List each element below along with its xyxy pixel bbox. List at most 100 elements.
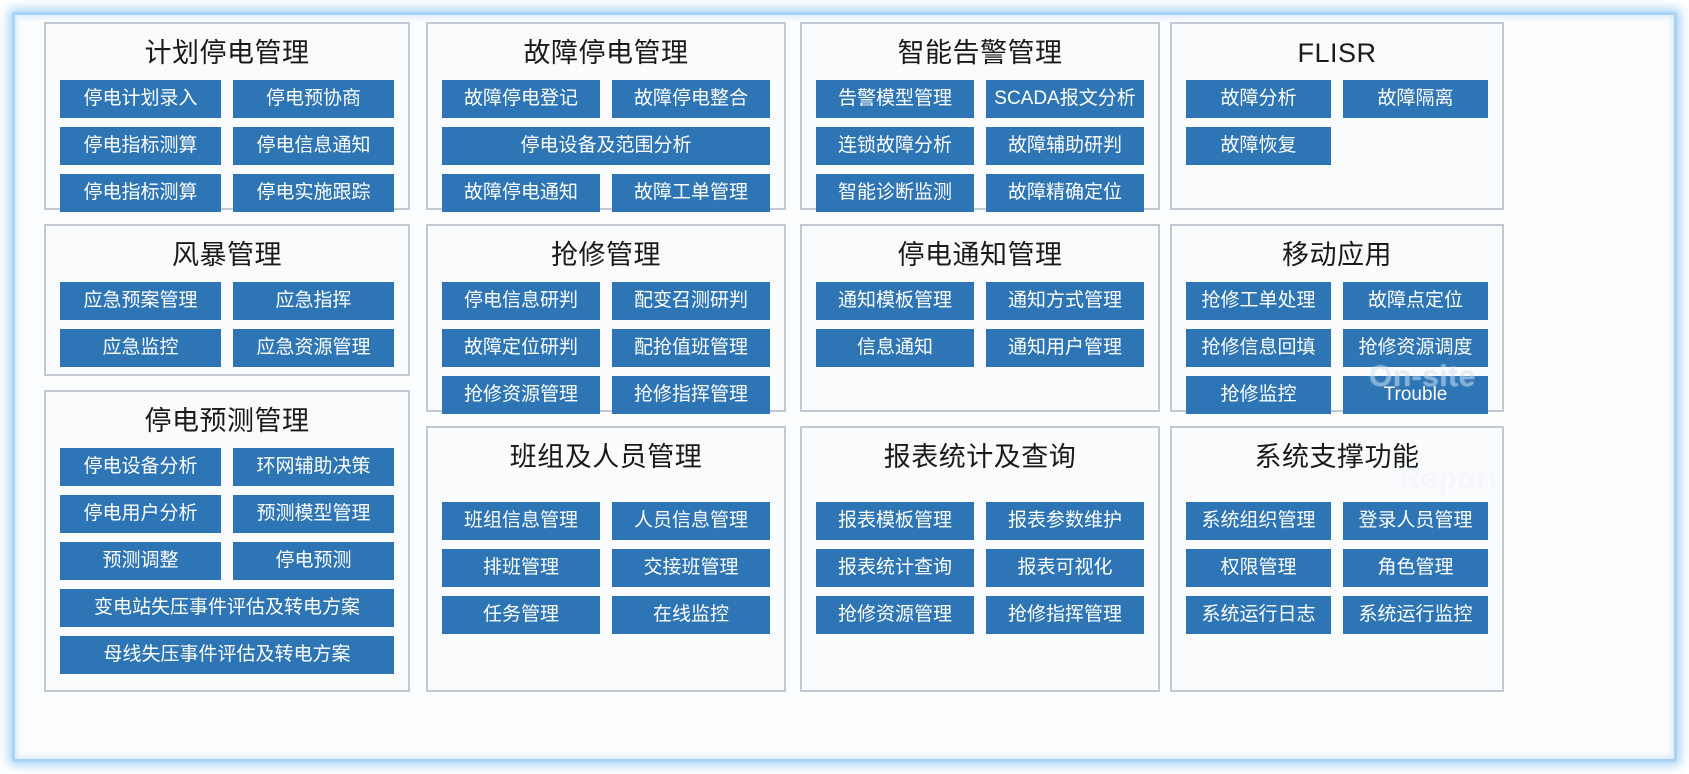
btn-index-calc-1[interactable]: 停电指标测算: [60, 127, 221, 165]
button-row: 抢修资源管理 抢修指挥管理: [442, 376, 770, 414]
btn-mobile-resource-dispatch[interactable]: 抢修资源调度: [1343, 329, 1488, 367]
btn-mobile-workorder[interactable]: 抢修工单处理: [1186, 282, 1331, 320]
btn-forecast-adjust[interactable]: 预测调整: [60, 542, 221, 580]
btn-team-info[interactable]: 班组信息管理: [442, 502, 600, 540]
btn-precise-fault-location[interactable]: 故障精确定位: [986, 174, 1144, 212]
column-4: FLISR 故障分析 故障隔离 故障恢复 移动应用 抢修工单处理 故障点定位 抢…: [1170, 22, 1504, 752]
btn-repair-resource[interactable]: 抢修资源管理: [442, 376, 600, 414]
btn-info-notify[interactable]: 停电信息通知: [233, 127, 394, 165]
btn-mobile-trouble[interactable]: Trouble: [1343, 376, 1488, 414]
btn-fault-analysis[interactable]: 故障分析: [1186, 80, 1331, 118]
panel-planned-outage: 计划停电管理 停电计划录入 停电预协商 停电指标测算 停电信息通知 停电指标测算…: [44, 22, 410, 212]
button-row: 母线失压事件评估及转电方案: [60, 636, 394, 674]
btn-mobile-repair-monitor[interactable]: 抢修监控: [1186, 376, 1331, 414]
column-1: 计划停电管理 停电计划录入 停电预协商 停电指标测算 停电信息通知 停电指标测算…: [44, 22, 410, 752]
btn-cascading-fault-analysis[interactable]: 连锁故障分析: [816, 127, 974, 165]
panel-system-support: 系统支撑功能 系统组织管理 登录人员管理 权限管理 角色管理 系统运行日志 系统…: [1170, 426, 1504, 692]
button-row: 排班管理 交接班管理: [442, 549, 770, 587]
btn-personnel-info[interactable]: 人员信息管理: [612, 502, 770, 540]
btn-info-notification[interactable]: 信息通知: [816, 329, 974, 367]
btn-plan-entry[interactable]: 停电计划录入: [60, 80, 221, 118]
btn-transformer-polling[interactable]: 配变召测研判: [612, 282, 770, 320]
btn-notice-template[interactable]: 通知模板管理: [816, 282, 974, 320]
btn-system-log[interactable]: 系统运行日志: [1186, 596, 1331, 634]
button-row: 故障定位研判 配抢值班管理: [442, 329, 770, 367]
button-row: 变电站失压事件评估及转电方案: [60, 589, 394, 627]
btn-substation-voltage-loss[interactable]: 变电站失压事件评估及转电方案: [60, 589, 394, 627]
btn-pre-negotiation[interactable]: 停电预协商: [233, 80, 394, 118]
panel-fault-outage: 故障停电管理 故障停电登记 故障停电整合 停电设备及范围分析 故障停电通知 故障…: [426, 22, 786, 212]
btn-smart-diagnosis[interactable]: 智能诊断监测: [816, 174, 974, 212]
btn-shift-scheduling[interactable]: 排班管理: [442, 549, 600, 587]
btn-role-management[interactable]: 角色管理: [1343, 549, 1488, 587]
btn-duty-shift-management[interactable]: 配抢值班管理: [612, 329, 770, 367]
button-row: 抢修工单处理 故障点定位: [1186, 282, 1488, 320]
btn-equipment-scope-analysis[interactable]: 停电设备及范围分析: [442, 127, 770, 165]
btn-outage-info-judgment[interactable]: 停电信息研判: [442, 282, 600, 320]
btn-emergency-monitor[interactable]: 应急监控: [60, 329, 221, 367]
btn-mobile-fault-point[interactable]: 故障点定位: [1343, 282, 1488, 320]
btn-report-repair-resource[interactable]: 抢修资源管理: [816, 596, 974, 634]
panel-board: 计划停电管理 停电计划录入 停电预协商 停电指标测算 停电信息通知 停电指标测算…: [22, 22, 1667, 752]
btn-task-management[interactable]: 任务管理: [442, 596, 600, 634]
btn-alarm-model[interactable]: 告警模型管理: [816, 80, 974, 118]
btn-emergency-resource[interactable]: 应急资源管理: [233, 329, 394, 367]
btn-login-personnel[interactable]: 登录人员管理: [1343, 502, 1488, 540]
btn-index-calc-2[interactable]: 停电指标测算: [60, 174, 221, 212]
btn-equipment-analysis[interactable]: 停电设备分析: [60, 448, 221, 486]
btn-ring-network-decision[interactable]: 环网辅助决策: [233, 448, 394, 486]
btn-notice-method[interactable]: 通知方式管理: [986, 282, 1144, 320]
btn-report-statistics[interactable]: 报表统计查询: [816, 549, 974, 587]
button-row: 智能诊断监测 故障精确定位: [816, 174, 1144, 212]
btn-report-template[interactable]: 报表模板管理: [816, 502, 974, 540]
button-row: 应急预案管理 应急指挥: [60, 282, 394, 320]
button-row: 停电信息研判 配变召测研判: [442, 282, 770, 320]
button-row: 系统组织管理 登录人员管理: [1186, 502, 1488, 540]
btn-permission-management[interactable]: 权限管理: [1186, 549, 1331, 587]
btn-report-parameter[interactable]: 报表参数维护: [986, 502, 1144, 540]
btn-fault-location-judgment[interactable]: 故障定位研判: [442, 329, 600, 367]
panel-title-smart-alarm: 智能告警管理: [897, 38, 1063, 68]
button-row: 故障恢复: [1186, 127, 1488, 165]
panel-team-personnel: 班组及人员管理 班组信息管理 人员信息管理 排班管理 交接班管理 任务管理 在线…: [426, 426, 786, 692]
panel-title-mobile-app: 移动应用: [1282, 240, 1392, 270]
btn-fault-registration[interactable]: 故障停电登记: [442, 80, 600, 118]
btn-scada-message-analysis[interactable]: SCADA报文分析: [986, 80, 1144, 118]
panel-title-outage-notice: 停电通知管理: [897, 240, 1063, 270]
panel-title-system-support: 系统支撑功能: [1254, 442, 1420, 472]
panel-storm: 风暴管理 应急预案管理 应急指挥 应急监控 应急资源管理: [44, 224, 410, 376]
btn-emergency-plan[interactable]: 应急预案管理: [60, 282, 221, 320]
btn-report-visualization[interactable]: 报表可视化: [986, 549, 1144, 587]
button-row: 告警模型管理 SCADA报文分析: [816, 80, 1144, 118]
button-row: 停电用户分析 预测模型管理: [60, 495, 394, 533]
btn-notice-user[interactable]: 通知用户管理: [986, 329, 1144, 367]
btn-emergency-command[interactable]: 应急指挥: [233, 282, 394, 320]
btn-fault-assist-judgment[interactable]: 故障辅助研判: [986, 127, 1144, 165]
btn-forecast-model[interactable]: 预测模型管理: [233, 495, 394, 533]
btn-fault-consolidation[interactable]: 故障停电整合: [612, 80, 770, 118]
btn-fault-notification[interactable]: 故障停电通知: [442, 174, 600, 212]
button-row: 故障停电登记 故障停电整合: [442, 80, 770, 118]
column-3: 智能告警管理 告警模型管理 SCADA报文分析 连锁故障分析 故障辅助研判 智能…: [800, 22, 1160, 752]
column-2: 故障停电管理 故障停电登记 故障停电整合 停电设备及范围分析 故障停电通知 故障…: [426, 22, 786, 752]
btn-mobile-info-backfill[interactable]: 抢修信息回填: [1186, 329, 1331, 367]
btn-outage-forecast[interactable]: 停电预测: [233, 542, 394, 580]
btn-fault-restoration[interactable]: 故障恢复: [1186, 127, 1331, 165]
btn-implementation-tracking[interactable]: 停电实施跟踪: [233, 174, 394, 212]
button-row: 抢修监控 Trouble: [1186, 376, 1488, 414]
btn-fault-workorder[interactable]: 故障工单管理: [612, 174, 770, 212]
btn-repair-command[interactable]: 抢修指挥管理: [612, 376, 770, 414]
btn-report-repair-command[interactable]: 抢修指挥管理: [986, 596, 1144, 634]
btn-system-organization[interactable]: 系统组织管理: [1186, 502, 1331, 540]
button-row: 故障分析 故障隔离: [1186, 80, 1488, 118]
btn-busbar-voltage-loss[interactable]: 母线失压事件评估及转电方案: [60, 636, 394, 674]
panel-outage-forecast: 停电预测管理 停电设备分析 环网辅助决策 停电用户分析 预测模型管理 预测调整 …: [44, 390, 410, 692]
btn-online-monitoring[interactable]: 在线监控: [612, 596, 770, 634]
panel-report-query: 报表统计及查询 报表模板管理 报表参数维护 报表统计查询 报表可视化 抢修资源管…: [800, 426, 1160, 692]
btn-placeholder: [1343, 127, 1488, 165]
btn-system-monitoring[interactable]: 系统运行监控: [1343, 596, 1488, 634]
btn-user-analysis[interactable]: 停电用户分析: [60, 495, 221, 533]
btn-shift-handover[interactable]: 交接班管理: [612, 549, 770, 587]
btn-fault-isolation[interactable]: 故障隔离: [1343, 80, 1488, 118]
